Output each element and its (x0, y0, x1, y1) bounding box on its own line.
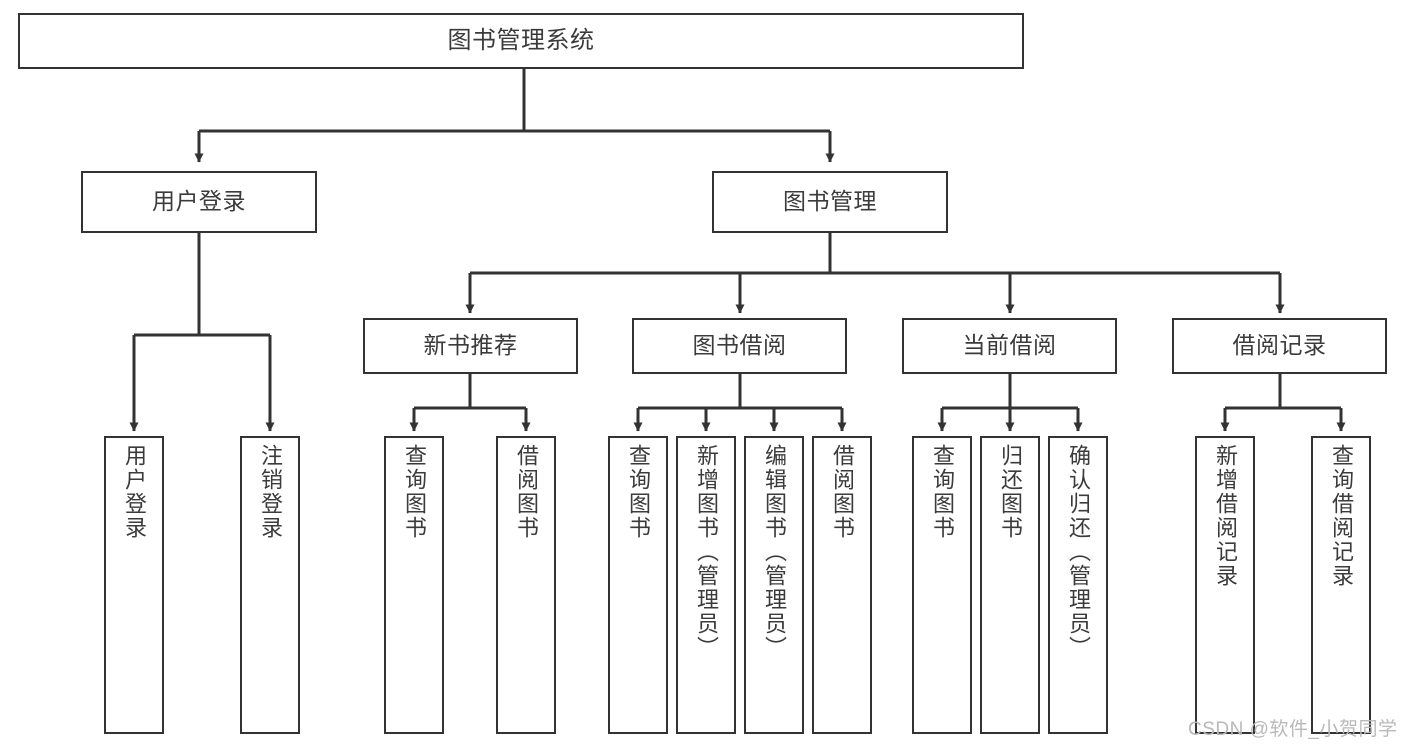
node-label: 新增借阅记录 (1212, 444, 1238, 588)
node-label: 图书管理 (783, 188, 877, 215)
node-user-login[interactable]: 用户登录 (81, 171, 317, 233)
node-label: 确认归还（管理员） (1065, 444, 1091, 660)
node-label: 新书推荐 (423, 332, 518, 359)
leaf-borrow-record-query[interactable]: 查询借阅记录 (1311, 436, 1371, 734)
node-label: 借阅图书 (829, 444, 855, 540)
node-label: 用户登录 (152, 188, 246, 215)
node-label: 注销登录 (257, 444, 283, 540)
node-new-book-recommend[interactable]: 新书推荐 (363, 318, 578, 374)
leaf-user-login-logout[interactable]: 注销登录 (240, 436, 300, 734)
node-label: 查询图书 (401, 444, 427, 540)
leaf-new-book-query[interactable]: 查询图书 (384, 436, 444, 734)
leaf-book-borrow-edit[interactable]: 编辑图书（管理员） (744, 436, 804, 734)
node-label: 查询图书 (625, 444, 651, 540)
node-borrow-record[interactable]: 借阅记录 (1172, 318, 1387, 374)
leaf-borrow-record-add[interactable]: 新增借阅记录 (1195, 436, 1255, 734)
leaf-book-borrow-borrow[interactable]: 借阅图书 (812, 436, 872, 734)
node-book-borrow[interactable]: 图书借阅 (632, 318, 847, 374)
csdn-watermark: CSDN @软件_小贺同学 (1188, 719, 1398, 740)
leaf-new-book-borrow[interactable]: 借阅图书 (496, 436, 556, 734)
leaf-user-login-login[interactable]: 用户登录 (104, 436, 164, 734)
node-label: 借阅图书 (513, 444, 539, 540)
node-label: 查询图书 (929, 444, 955, 540)
node-label: 查询借阅记录 (1328, 444, 1354, 588)
leaf-current-borrow-query[interactable]: 查询图书 (912, 436, 972, 734)
node-label: 图书借阅 (692, 332, 787, 359)
leaf-current-borrow-return[interactable]: 归还图书 (980, 436, 1040, 734)
leaf-book-borrow-add[interactable]: 新增图书（管理员） (676, 436, 736, 734)
node-current-borrow[interactable]: 当前借阅 (902, 318, 1117, 374)
node-label: 新增图书（管理员） (693, 444, 719, 660)
node-root-system[interactable]: 图书管理系统 (18, 13, 1024, 69)
node-book-management[interactable]: 图书管理 (712, 171, 948, 233)
node-label: 当前借阅 (962, 332, 1057, 359)
node-label: 借阅记录 (1232, 332, 1327, 359)
node-label: 图书管理系统 (447, 26, 595, 54)
leaf-book-borrow-query[interactable]: 查询图书 (608, 436, 668, 734)
leaf-current-borrow-confirm-return[interactable]: 确认归还（管理员） (1048, 436, 1108, 734)
node-label: 用户登录 (121, 444, 147, 540)
node-label: 归还图书 (997, 444, 1023, 540)
node-label: 编辑图书（管理员） (761, 444, 787, 660)
